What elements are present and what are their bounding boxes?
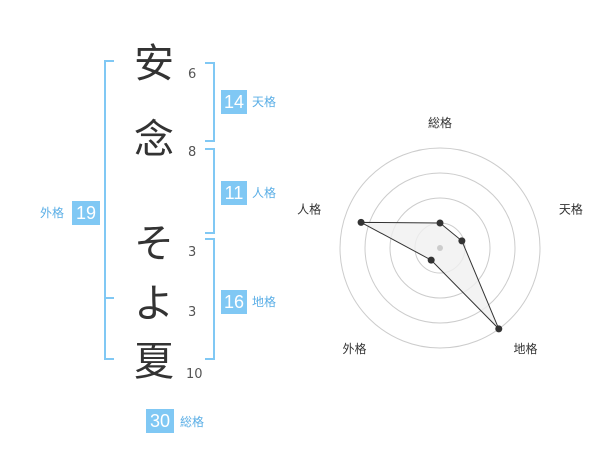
chikaku-value: 16 [221, 290, 247, 314]
jinkaku-value: 11 [221, 181, 247, 205]
gaikaku-bracket [104, 60, 114, 360]
radar-polygon [360, 221, 500, 330]
tenkaku-bracket [205, 62, 215, 142]
radar-center-dot [437, 245, 443, 251]
stroke-count-2: 8 [188, 145, 197, 160]
radar-point-5 [357, 218, 365, 226]
radar-axis-label-4: 外格 [342, 341, 366, 356]
radar-point-2 [458, 237, 466, 245]
radar-ring-3 [364, 172, 516, 324]
chikaku-bracket [205, 238, 215, 360]
name-char-5: 夏 [134, 339, 174, 385]
stroke-count-3: 3 [188, 245, 197, 260]
name-char-3: そ [134, 221, 174, 267]
name-char-2: 念 [134, 117, 174, 163]
radar-axis-label-1: 総格 [428, 115, 452, 130]
stroke-count-4: 3 [188, 305, 197, 320]
name-char-4: よ [134, 281, 174, 327]
soukaku-value: 30 [146, 409, 174, 433]
radar-point-1 [436, 219, 444, 227]
tenkaku-label: 天格 [252, 95, 277, 109]
name-char-1: 安 [134, 41, 174, 87]
gaikaku-value: 19 [72, 201, 100, 225]
jinkaku-bracket [205, 148, 215, 234]
radar-axis-label-2: 天格 [559, 201, 583, 216]
stroke-count-1: 6 [188, 67, 197, 82]
tenkaku-value: 14 [221, 90, 247, 114]
radar-ring-2 [389, 197, 491, 299]
radar-point-4 [427, 256, 435, 264]
radar-ring-4 [339, 147, 541, 349]
stroke-count-5: 10 [186, 367, 203, 382]
radar-axis-label-3: 地格 [514, 341, 538, 356]
chikaku-label: 地格 [252, 295, 277, 309]
radar-point-3 [495, 325, 503, 333]
gaikaku-label: 外格 [40, 206, 65, 220]
soukaku-label: 総格 [180, 415, 205, 429]
gaikaku-bracket-tick [104, 297, 114, 299]
jinkaku-label: 人格 [252, 186, 277, 200]
radar-axis-label-5: 人格 [297, 201, 321, 216]
